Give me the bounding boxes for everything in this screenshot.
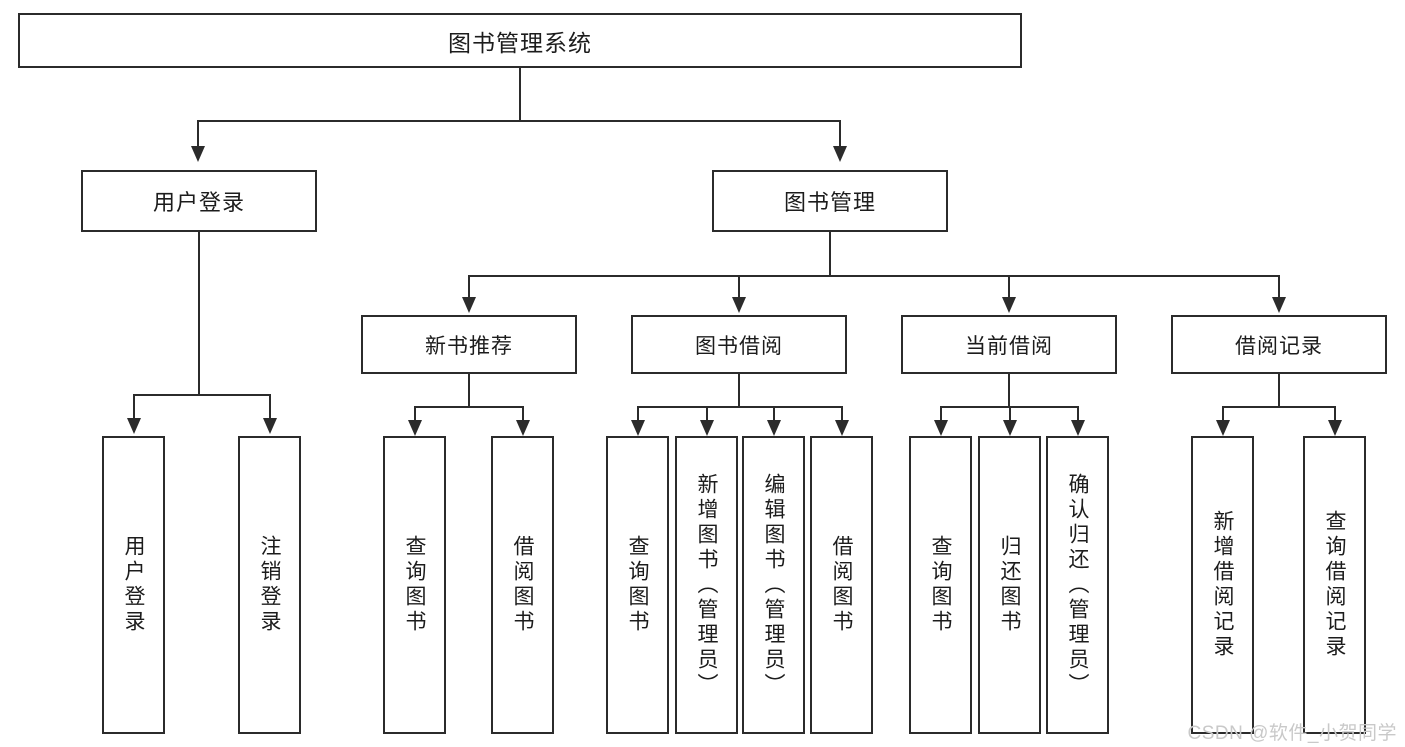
node-label: 当前借阅 — [965, 334, 1053, 358]
edge-current-borrow-stem — [1008, 374, 1010, 407]
node-new-book-recommendation[interactable]: 新书推荐 — [361, 315, 577, 374]
node-label: 新增借阅记录 — [1211, 510, 1234, 660]
leaf-add-book-admin[interactable]: 新增图书（管理员） — [675, 436, 738, 734]
arrowhead-current-borrow-leaf1 — [934, 420, 948, 436]
arrowhead-root-to-user-login — [191, 146, 205, 162]
edge-book-manage-bus — [468, 275, 1280, 277]
edge-book-borrow-stem — [738, 374, 740, 407]
node-current-borrowing[interactable]: 当前借阅 — [901, 315, 1117, 374]
edge-borrow-record-to-leaf1 — [1222, 406, 1224, 428]
arrowhead-to-new-book-rec — [462, 297, 476, 313]
node-label: 借阅图书 — [511, 535, 534, 635]
edge-new-book-rec-stem — [468, 374, 470, 407]
arrowhead-to-current-borrow — [1002, 297, 1016, 313]
edge-borrow-record-stem — [1278, 374, 1280, 407]
edge-current-borrow-to-leaf2 — [1009, 406, 1011, 428]
leaf-add-borrow-record[interactable]: 新增借阅记录 — [1191, 436, 1254, 734]
node-label: 用户登录 — [152, 190, 245, 215]
edge-book-borrow-to-leaf3 — [773, 406, 775, 428]
arrowhead-book-borrow-leaf4 — [835, 420, 849, 436]
node-label: 图书管理 — [783, 190, 876, 215]
leaf-query-book-current[interactable]: 查询图书 — [909, 436, 972, 734]
edge-book-borrow-to-leaf2 — [706, 406, 708, 428]
node-user-login[interactable]: 用户登录 — [81, 170, 317, 232]
arrowhead-new-book-rec-leaf1 — [408, 420, 422, 436]
arrowhead-current-borrow-leaf2 — [1003, 420, 1017, 436]
arrowhead-book-borrow-leaf3 — [767, 420, 781, 436]
edge-book-borrow-bus — [637, 406, 843, 408]
edge-current-borrow-to-leaf1 — [940, 406, 942, 428]
edge-root-bus — [197, 120, 841, 122]
edge-new-book-rec-to-leaf2 — [522, 406, 524, 428]
leaf-return-book[interactable]: 归还图书 — [978, 436, 1041, 734]
node-label: 确认归还（管理员） — [1066, 472, 1089, 698]
edge-new-book-rec-to-leaf1 — [414, 406, 416, 428]
node-label: 图书管理系统 — [448, 29, 592, 56]
edge-book-manage-to-current-borrow — [1008, 275, 1010, 299]
leaf-query-borrow-record[interactable]: 查询借阅记录 — [1303, 436, 1366, 734]
leaf-borrow-book-borrow[interactable]: 借阅图书 — [810, 436, 873, 734]
node-label: 归还图书 — [998, 535, 1021, 635]
edge-book-borrow-to-leaf1 — [637, 406, 639, 428]
edge-user-login-to-leaf1 — [133, 394, 135, 420]
node-label: 借阅记录 — [1235, 334, 1323, 358]
edge-root-stem — [519, 68, 521, 121]
node-root-book-management-system[interactable]: 图书管理系统 — [18, 13, 1022, 68]
edge-book-manage-stem — [829, 232, 831, 276]
arrowhead-user-login-to-leaf2 — [263, 418, 277, 434]
node-label: 查询图书 — [929, 535, 952, 635]
node-label: 查询图书 — [403, 535, 426, 635]
node-label: 用户登录 — [122, 535, 145, 635]
edge-current-borrow-to-leaf3 — [1077, 406, 1079, 428]
arrowhead-book-borrow-leaf1 — [631, 420, 645, 436]
edge-book-borrow-to-leaf4 — [841, 406, 843, 428]
node-label: 新书推荐 — [425, 334, 513, 358]
edge-current-borrow-bus — [940, 406, 1077, 408]
edge-user-login-bus — [133, 394, 270, 396]
node-label: 编辑图书（管理员） — [762, 472, 785, 698]
csdn-watermark: CSDN @软件_小贺同学 — [1187, 723, 1397, 744]
edge-borrow-record-to-leaf2 — [1334, 406, 1336, 428]
node-label: 图书借阅 — [695, 334, 783, 358]
node-book-borrowing[interactable]: 图书借阅 — [631, 315, 847, 374]
edge-root-to-book-manage — [839, 120, 841, 148]
edge-borrow-record-bus — [1222, 406, 1336, 408]
leaf-confirm-return-admin[interactable]: 确认归还（管理员） — [1046, 436, 1109, 734]
edge-book-manage-to-borrow-record — [1278, 275, 1280, 299]
node-label: 注销登录 — [258, 535, 281, 635]
arrowhead-user-login-to-leaf1 — [127, 418, 141, 434]
leaf-query-book-new-rec[interactable]: 查询图书 — [383, 436, 446, 734]
leaf-query-book-borrow[interactable]: 查询图书 — [606, 436, 669, 734]
arrowhead-new-book-rec-leaf2 — [516, 420, 530, 436]
edge-book-manage-to-book-borrow — [738, 275, 740, 299]
edge-book-manage-to-new-book-rec — [468, 275, 470, 299]
leaf-borrow-book-new-rec[interactable]: 借阅图书 — [491, 436, 554, 734]
leaf-edit-book-admin[interactable]: 编辑图书（管理员） — [742, 436, 805, 734]
node-label: 借阅图书 — [830, 535, 853, 635]
arrowhead-root-to-book-manage — [833, 146, 847, 162]
edge-new-book-rec-bus — [414, 406, 524, 408]
arrowhead-borrow-record-leaf1 — [1216, 420, 1230, 436]
arrowhead-borrow-record-leaf2 — [1328, 420, 1342, 436]
edge-root-to-user-login — [197, 120, 199, 148]
arrowhead-book-borrow-leaf2 — [700, 420, 714, 436]
leaf-logout[interactable]: 注销登录 — [238, 436, 301, 734]
leaf-user-login[interactable]: 用户登录 — [102, 436, 165, 734]
node-label: 新增图书（管理员） — [695, 472, 718, 698]
arrowhead-current-borrow-leaf3 — [1071, 420, 1085, 436]
node-label: 查询借阅记录 — [1323, 510, 1346, 660]
arrowhead-to-book-borrow — [732, 297, 746, 313]
node-label: 查询图书 — [626, 535, 649, 635]
arrowhead-to-borrow-record — [1272, 297, 1286, 313]
node-borrowing-record[interactable]: 借阅记录 — [1171, 315, 1387, 374]
edge-user-login-to-leaf2 — [269, 394, 271, 420]
node-book-management[interactable]: 图书管理 — [712, 170, 948, 232]
edge-user-login-stem — [198, 232, 200, 395]
